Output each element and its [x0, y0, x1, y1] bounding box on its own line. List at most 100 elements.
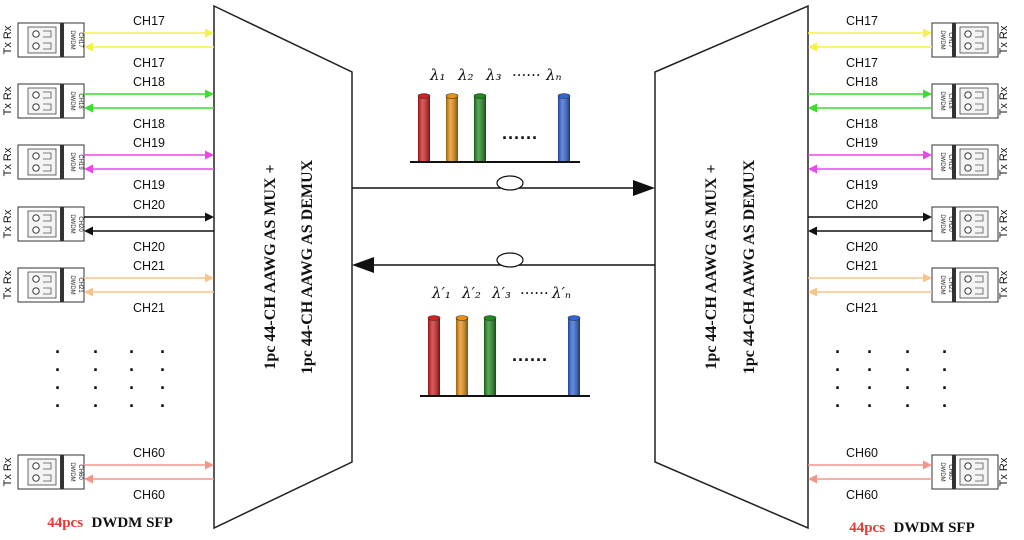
forward-spectrum-ellipsis: ······	[502, 128, 538, 148]
right-ellipsis-dot: ·	[835, 342, 841, 362]
right-ch20-bottom-label: CH20	[846, 240, 878, 254]
right-ellipsis-dot: ·	[942, 378, 948, 398]
sfp-latch-icon	[975, 462, 984, 482]
forward-lambda-2: λ₂	[457, 66, 474, 84]
left-ch20-tx-label: CH20	[133, 198, 165, 212]
right-ellipsis-dot: ·	[942, 396, 948, 416]
sfp-port-housing	[959, 148, 989, 176]
tx-port-icon	[32, 91, 40, 99]
right-ch60-tx-arrowhead	[808, 474, 817, 484]
left-ch21-rx-label: CH21	[133, 301, 165, 315]
left-ellipsis-dot: ·	[160, 360, 166, 380]
tx-port-icon	[964, 152, 972, 160]
right-ellipsis-dot: ·	[905, 396, 911, 416]
sfp-latch-icon	[43, 462, 52, 482]
sfp-channel-label: CH60	[77, 464, 83, 480]
right-ellipsis-dot: ·	[835, 396, 841, 416]
return-spectrum-bar-shade-3	[484, 318, 496, 396]
right-ch18-bottom-label: CH18	[846, 117, 878, 131]
left-caption-name: DWDM SFP	[92, 515, 173, 531]
left-ch19-rx-label: CH19	[133, 178, 165, 192]
sfp-divider	[952, 268, 956, 302]
sfp-brand-label: DWDM	[939, 91, 945, 110]
rx-port-icon	[32, 164, 40, 172]
return-spectrum-bar-cap-3	[483, 315, 497, 321]
sfp-divider	[952, 455, 956, 489]
return-lambda-2: λ′₂	[461, 284, 481, 302]
left-ellipsis-dots: ················	[55, 342, 166, 416]
left-txrx-label: Tx Rx	[2, 25, 14, 54]
forward-spectrum-bar-cap-3	[473, 93, 487, 99]
sfp-divider	[60, 145, 64, 179]
left-ch18-tx-label: CH18	[133, 75, 165, 89]
sfp-divider	[60, 23, 64, 57]
return-spectrum-bar-shade-1	[428, 318, 440, 396]
return-lambda-n: λ′ₙ	[551, 284, 571, 302]
right-ch17-rx-arrowhead	[923, 28, 932, 38]
sfp-latch-icon	[975, 91, 984, 111]
forward-spectrum-bars: ······	[410, 93, 580, 163]
left-awg-block	[213, 4, 353, 530]
tx-port-icon	[32, 152, 40, 160]
sfp-brand-label: DWDM	[69, 152, 75, 171]
right-txrx-label: Tx Rx	[998, 457, 1010, 486]
left-ch20-rx-arrowhead	[84, 226, 93, 236]
left-ellipsis-dot: ·	[55, 342, 61, 362]
sfp-brand-label: DWDM	[939, 462, 945, 481]
sfp-port-housing	[959, 26, 989, 54]
left-caption: 44pcs DWDM SFP	[47, 514, 173, 531]
rx-port-icon	[964, 474, 972, 482]
return-spectrum-ellipsis: ······	[512, 350, 548, 370]
right-txrx-label: Tx Rx	[998, 209, 1010, 238]
forward-lambda-n: λₙ	[545, 66, 562, 84]
left-ellipsis-dot: ·	[93, 342, 99, 362]
sfp-brand-label: DWDM	[69, 214, 75, 233]
left-ellipsis-dot: ·	[129, 360, 135, 380]
left-ellipsis-dot: ·	[55, 396, 61, 416]
sfp-divider	[952, 23, 956, 57]
right-ellipsis-dot: ·	[867, 378, 873, 398]
right-txrx-label: Tx Rx	[998, 86, 1010, 115]
right-ch21-rx-arrowhead	[923, 273, 932, 283]
left-ch20-rx-label: CH20	[133, 240, 165, 254]
right-ch19-bottom-label: CH19	[846, 178, 878, 192]
left-ellipsis-dot: ·	[93, 360, 99, 380]
right-ch20-top-label: CH20	[846, 198, 878, 212]
forward-spectrum-bar-shade-2	[446, 96, 458, 162]
sfp-port-housing	[959, 210, 989, 238]
left-ellipsis-dot: ·	[160, 342, 166, 362]
tx-port-icon	[964, 275, 972, 283]
rx-port-icon	[32, 103, 40, 111]
left-ch60-tx-arrowhead	[205, 460, 214, 470]
tx-port-icon	[964, 462, 972, 470]
right-txrx-label: Tx Rx	[998, 147, 1010, 176]
sfp-port-housing	[27, 458, 57, 486]
left-ch17-rx-label: CH17	[133, 56, 165, 70]
tx-port-icon	[964, 214, 972, 222]
sfp-brand-label: DWDM	[939, 214, 945, 233]
left-ellipsis-dot: ·	[160, 378, 166, 398]
sfp-brand-label: DWDM	[69, 275, 75, 294]
rx-port-icon	[964, 103, 972, 111]
sfp-channel-label: CH60	[947, 464, 953, 480]
tx-port-icon	[964, 91, 972, 99]
sfp-latch-icon	[43, 30, 52, 50]
left-ellipsis-dot: ·	[129, 378, 135, 398]
rx-port-icon	[964, 226, 972, 234]
right-ch20-tx-arrowhead	[808, 226, 817, 236]
sfp-divider	[60, 455, 64, 489]
return-lambda-ellipsis: ······	[520, 284, 549, 302]
return-trunk-arrowhead	[352, 257, 374, 273]
sfp-latch-icon	[975, 152, 984, 172]
rx-port-icon	[964, 164, 972, 172]
